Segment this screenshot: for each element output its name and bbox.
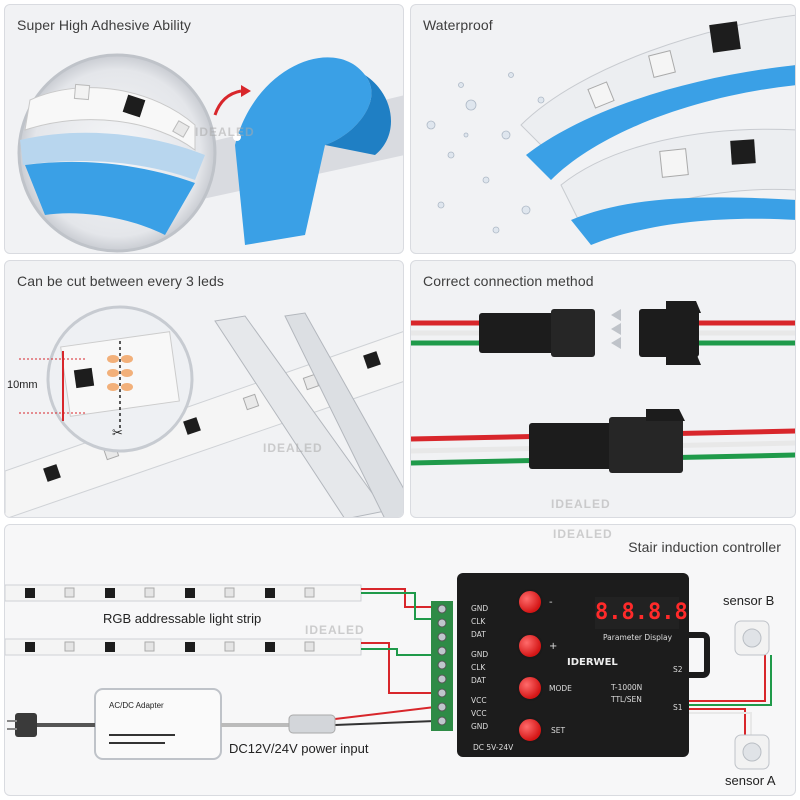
pin-label: DAT (471, 630, 486, 639)
set-button-label: SET (551, 726, 566, 735)
minus-button-label: - (549, 597, 553, 608)
sensor-b-label: sensor B (723, 593, 775, 608)
plus-button[interactable] (517, 633, 543, 659)
adhesive-caption: Super High Adhesive Ability (17, 17, 191, 33)
connection-illustration (411, 301, 795, 473)
strip-label: RGB addressable light strip (103, 611, 262, 626)
mode-line-label: TTL/SEN (611, 695, 642, 704)
adapter-label: AC/DC Adapter (109, 701, 164, 710)
watermark: IDEALED (551, 497, 611, 511)
adhesive-illustration (17, 53, 403, 253)
watermark: IDEALED (263, 441, 323, 455)
waterproof-panel: Waterproof (410, 4, 796, 254)
power-label: DC12V/24V power input (229, 741, 369, 756)
display-caption: Parameter Display (603, 633, 673, 642)
parameter-display: 8.8.8.8 (595, 597, 688, 629)
port-s2-label: S2 (673, 665, 683, 674)
pin-label: GND (471, 722, 489, 731)
minus-button[interactable] (517, 589, 543, 615)
connection-caption: Correct connection method (423, 273, 594, 289)
plus-button-label: + (549, 641, 558, 652)
watermark: IDEALED (553, 527, 613, 541)
mode-button[interactable] (517, 675, 543, 701)
cut-illustration: ✂ (5, 305, 403, 517)
pin-label: GND (471, 650, 489, 659)
model-label: T-1000N (611, 683, 643, 692)
supply-label: DC 5V-24V (473, 743, 514, 752)
controller-panel: Stair induction controller (4, 524, 796, 796)
pin-label: VCC (471, 696, 487, 705)
cut-measure-label: 10mm (7, 379, 38, 391)
pin-label: CLK (471, 663, 486, 672)
controller-caption: Stair induction controller (628, 539, 781, 555)
port-s1-label: S1 (673, 703, 683, 712)
svg-text:✂: ✂ (112, 426, 123, 441)
wiring-diagram (5, 573, 772, 770)
pin-label: CLK (471, 617, 486, 626)
pin-label: GND (471, 604, 489, 613)
waterproof-illustration (426, 14, 795, 245)
mode-button-label: MODE (549, 684, 572, 693)
cut-caption: Can be cut between every 3 leds (17, 273, 225, 289)
pin-label: VCC (471, 709, 487, 718)
watermark: IDEALED (305, 623, 365, 637)
sensor-a-label: sensor A (725, 773, 776, 788)
brand-logo: IDERWEL (567, 657, 618, 668)
adhesive-panel: Super High Adhesive Ability IDEALED (4, 4, 404, 254)
cut-panel: Can be cut between every 3 leds ✂ 1 (4, 260, 404, 518)
pin-label: DAT (471, 676, 486, 685)
connection-panel: Correct connection method IDEALED (410, 260, 796, 518)
watermark: IDEALED (195, 125, 255, 139)
set-button[interactable] (517, 717, 543, 743)
waterproof-caption: Waterproof (423, 17, 493, 33)
